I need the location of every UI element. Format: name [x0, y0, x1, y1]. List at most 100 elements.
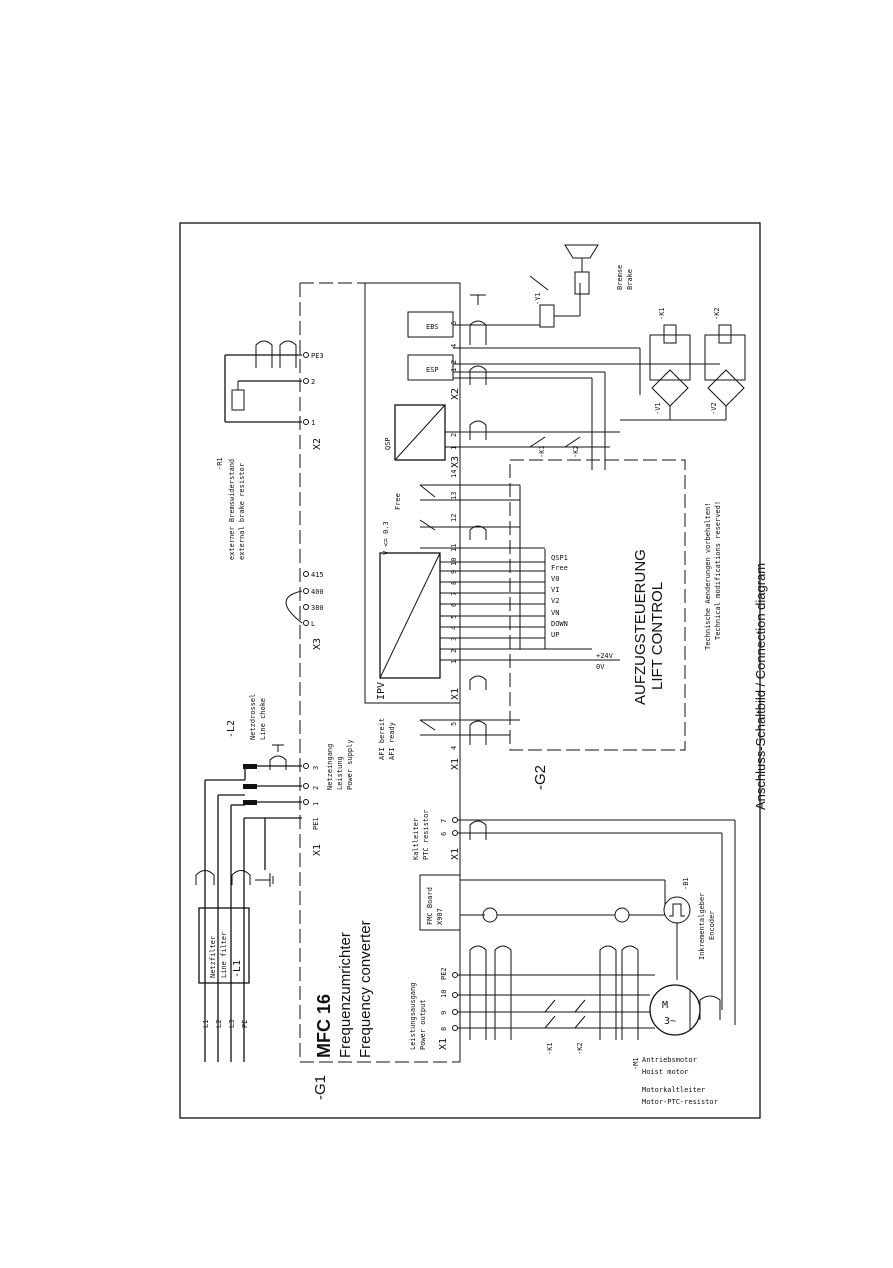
encoder: FMC Board X907 -B1 Inkrementalgeber Enco… — [419, 874, 716, 980]
svg-text:AFI ready: AFI ready — [388, 722, 396, 760]
svg-text:-K1: -K1 — [538, 445, 546, 458]
svg-text:FMC Board: FMC Board — [426, 887, 434, 925]
line-filter: Netzfilter Line filter -L1 — [195, 870, 274, 984]
svg-text:4: 4 — [450, 344, 458, 348]
svg-text:Technical modifications reserv: Technical modifications reserved! — [714, 501, 722, 640]
svg-text:AFI bereit: AFI bereit — [378, 718, 386, 760]
svg-text:external brake resistor: external brake resistor — [238, 463, 246, 560]
svg-text:X3: X3 — [450, 456, 461, 468]
svg-text:Technische Aenderungen vorbeha: Technische Aenderungen vorbehalten! — [704, 502, 712, 650]
lift-control: AUFZUGSTEUERUNG LIFT CONTROL -G2 — [509, 459, 686, 790]
svg-text:Kaltleiter: Kaltleiter — [412, 818, 420, 860]
svg-text:X2: X2 — [450, 388, 461, 400]
svg-text:2: 2 — [450, 360, 458, 364]
svg-text:2: 2 — [450, 649, 458, 653]
qsp-block: QSP X3 1 2 -K1 -K2 — [384, 404, 620, 468]
svg-text:-L1: -L1 — [232, 960, 243, 978]
svg-text:VI: VI — [551, 586, 559, 594]
svg-text:13: 13 — [450, 492, 458, 500]
diagram-footer: Technische Aenderungen vorbehalten! Tech… — [704, 501, 768, 810]
svg-text:10: 10 — [440, 990, 448, 998]
converter-title: MFC 16 Frequenzumrichter Frequency conve… — [312, 920, 374, 1100]
voltage-select: 415 400 380 L X3 — [285, 571, 324, 650]
power-output: PE2 10 9 8 X1 Leistungsausgang Power out… — [409, 945, 655, 1055]
diagram-frame — [179, 222, 761, 1119]
svg-text:Hoist motor: Hoist motor — [642, 1068, 688, 1076]
svg-text:MFC 16: MFC 16 — [314, 994, 334, 1058]
svg-text:2: 2 — [450, 433, 458, 437]
svg-text:0V: 0V — [596, 663, 605, 671]
svg-text:1: 1 — [312, 802, 320, 806]
svg-text:Line filter: Line filter — [220, 932, 228, 978]
svg-text:-K1: -K1 — [546, 1042, 554, 1055]
svg-text:3: 3 — [312, 766, 320, 770]
svg-text:AUFZUGSTEUERUNG: AUFZUGSTEUERUNG — [632, 549, 649, 705]
ptc-input: X1 6 7 Kaltleiter PTC resistor — [412, 809, 736, 1025]
afi-ready: X1 4 5 AFI bereit AFI ready — [378, 718, 520, 770]
line-pe-label: PE — [241, 1020, 249, 1028]
svg-text:X1: X1 — [450, 688, 461, 700]
svg-text:+24V: +24V — [596, 652, 614, 660]
svg-text:4: 4 — [450, 746, 458, 750]
svg-text:6: 6 — [450, 603, 458, 607]
svg-text:Anschluss-Schaltbild / Connect: Anschluss-Schaltbild / Connection diagra… — [753, 563, 768, 810]
svg-text:Inkrementalgeber: Inkrementalgeber — [698, 893, 706, 960]
svg-text:Motorkaltleiter: Motorkaltleiter — [642, 1086, 705, 1094]
ipv-signal-wires — [419, 484, 620, 690]
svg-text:Power output: Power output — [419, 999, 427, 1050]
line-l2-label: L2 — [215, 1020, 223, 1028]
svg-text:X3: X3 — [312, 638, 323, 650]
svg-text:-K2: -K2 — [713, 307, 721, 320]
svg-text:-V1: -V1 — [654, 402, 662, 415]
svg-text:PE2: PE2 — [440, 967, 448, 980]
svg-text:-L2: -L2 — [226, 720, 237, 738]
svg-text:380: 380 — [311, 604, 324, 612]
svg-text:400: 400 — [311, 588, 324, 596]
svg-text:IPV: IPV — [376, 682, 387, 700]
svg-text:9: 9 — [440, 1011, 448, 1015]
svg-text:7: 7 — [450, 592, 458, 596]
svg-text:V <= 0.3: V <= 0.3 — [382, 521, 390, 555]
svg-text:UP: UP — [551, 631, 559, 639]
svg-text:5: 5 — [450, 615, 458, 619]
svg-text:14: 14 — [450, 470, 458, 478]
svg-text:X1: X1 — [312, 844, 323, 856]
svg-text:8: 8 — [440, 1027, 448, 1031]
svg-text:3: 3 — [450, 637, 458, 641]
svg-text:8: 8 — [450, 581, 458, 585]
svg-text:PE1: PE1 — [312, 817, 320, 830]
svg-text:Encoder: Encoder — [708, 910, 716, 940]
rectifier-bridges: -K1 -K2 -V1 -V2 — [620, 307, 746, 421]
svg-text:5: 5 — [450, 722, 458, 726]
svg-text:ESP: ESP — [426, 366, 439, 374]
svg-text:-M1: -M1 — [632, 1057, 640, 1070]
hoist-motor: M 3~ -M1 Antriebsmotor Hoist motor Motor… — [632, 984, 721, 1106]
svg-text:12: 12 — [450, 514, 458, 522]
svg-text:Brake: Brake — [626, 269, 634, 290]
svg-text:415: 415 — [311, 571, 324, 579]
svg-text:L: L — [311, 620, 315, 628]
svg-text:-G1: -G1 — [312, 1075, 329, 1100]
svg-text:EBS: EBS — [426, 323, 439, 331]
svg-text:-G2: -G2 — [532, 765, 549, 790]
svg-text:Netzeingang: Netzeingang — [326, 744, 334, 790]
svg-text:1: 1 — [450, 660, 458, 664]
svg-text:-Y1: -Y1 — [534, 292, 542, 305]
svg-text:-V2: -V2 — [710, 402, 718, 415]
svg-text:LIFT CONTROL: LIFT CONTROL — [649, 582, 666, 690]
svg-text:1: 1 — [450, 446, 458, 450]
safety-circuit: ESP EBS X2 1 2 4 5 -Y1 Bremse Brake — [407, 244, 720, 470]
svg-text:X1: X1 — [438, 1038, 449, 1050]
svg-text:Netzdrossel: Netzdrossel — [249, 694, 257, 740]
svg-text:6: 6 — [440, 832, 448, 836]
power-supply-terminals: 3 2 1 PE1 X1 Netzeingang Leistung Power … — [265, 739, 354, 856]
svg-text:VN: VN — [551, 609, 559, 617]
svg-text:M: M — [662, 1000, 668, 1011]
svg-text:9: 9 — [450, 570, 458, 574]
svg-text:X2: X2 — [312, 438, 323, 450]
svg-text:externer Bremswiderstand: externer Bremswiderstand — [228, 459, 236, 560]
line-choke: -L2 Netzdrossel Line choke — [226, 694, 302, 805]
svg-text:Leistungsausgang: Leistungsausgang — [409, 983, 417, 1050]
